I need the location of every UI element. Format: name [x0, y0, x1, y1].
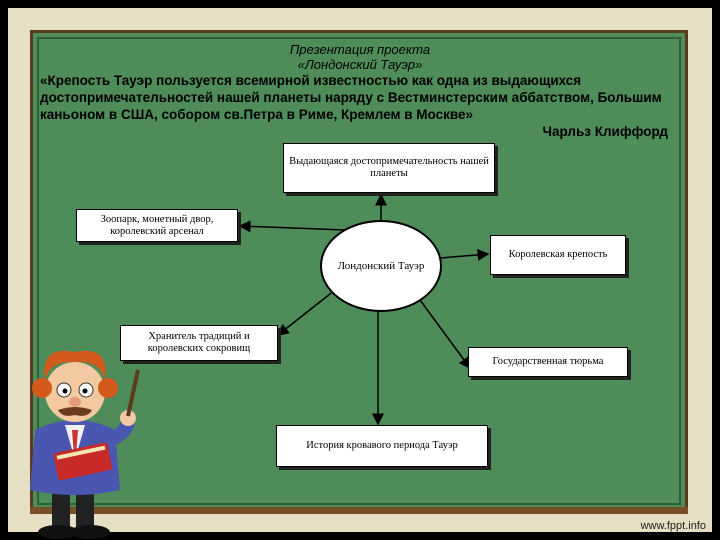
header-text: Презентация проекта «Лондонский Тауэр» «…: [40, 42, 680, 140]
arrow-to-left-top: [238, 220, 346, 233]
quote-text: «Крепость Тауэр пользуется всемирной изв…: [40, 73, 662, 122]
node-right-bottom: Государственная тюрьма: [468, 347, 628, 377]
chalk-tray: [30, 507, 688, 514]
arrow-to-right-top: [439, 248, 490, 261]
node-left-top: Зоопарк, монетный двор, королевский арсе…: [76, 209, 238, 242]
quote-author: Чарльз Клиффорд: [542, 124, 668, 139]
node-bottom: История кровавого периода Тауэр: [276, 425, 488, 467]
node-left-bottom: Хранитель традиций и королевских сокрови…: [120, 325, 278, 361]
footer-site: www.fppt.info: [640, 520, 706, 532]
presentation-title: Презентация проекта «Лондонский Тауэр»: [289, 42, 431, 72]
node-top: Выдающаяся достопримечательность нашей п…: [283, 143, 495, 193]
arrow-to-left-bottom: [276, 289, 336, 336]
center-node: Лондонский Тауэр: [320, 220, 442, 312]
teacher-cartoon-icon: [30, 350, 140, 539]
arrow-to-right-bottom: [419, 299, 471, 370]
node-right-top: Королевская крепость: [490, 235, 626, 275]
